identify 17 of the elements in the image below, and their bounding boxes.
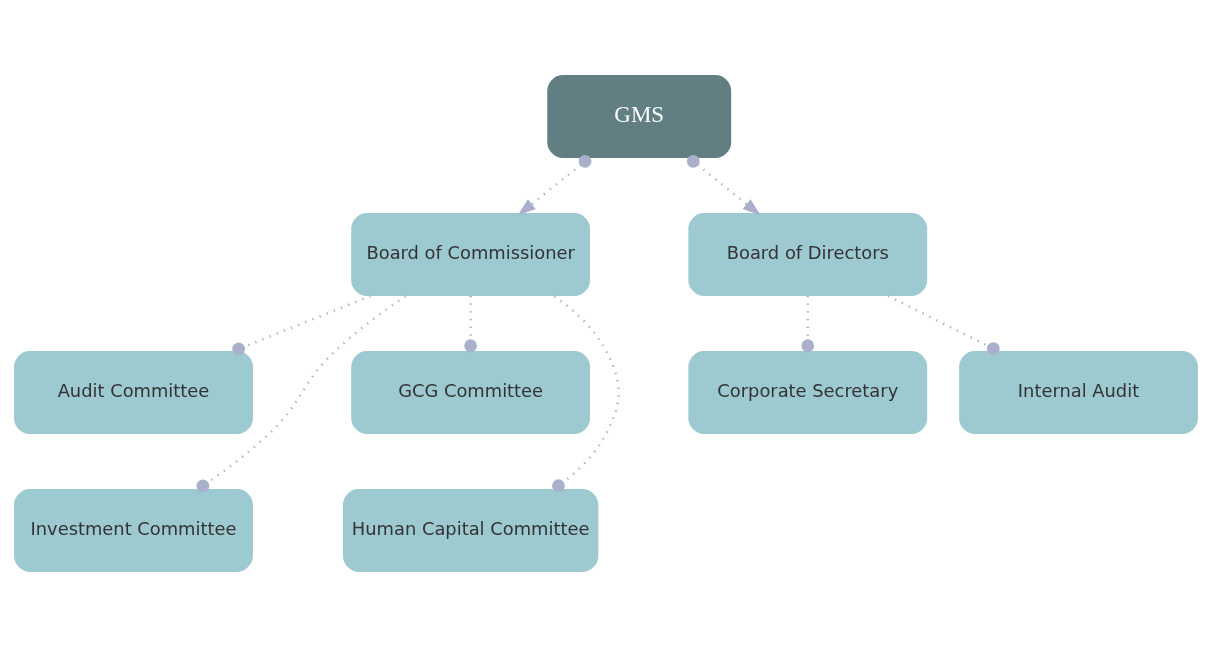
arrow [517,154,592,216]
connector [196,295,407,493]
connector [801,296,815,353]
connector [464,296,477,353]
connector [552,295,620,493]
node-box: Audit Committee [14,350,253,434]
connector [887,294,1000,355]
arrow [686,154,761,216]
node-box: GCG Committee [351,350,591,434]
node-box: GMS [547,75,732,159]
node-box: Investment Committee [14,488,253,572]
node-box: Corporate Secretary [688,350,928,434]
node-box: Board of Commissioner [351,213,591,297]
node-box: Board of Directors [688,213,928,297]
connector [232,294,371,356]
node-box: Human Capital Committee [342,488,599,572]
node-box: Internal Audit [959,350,1198,434]
